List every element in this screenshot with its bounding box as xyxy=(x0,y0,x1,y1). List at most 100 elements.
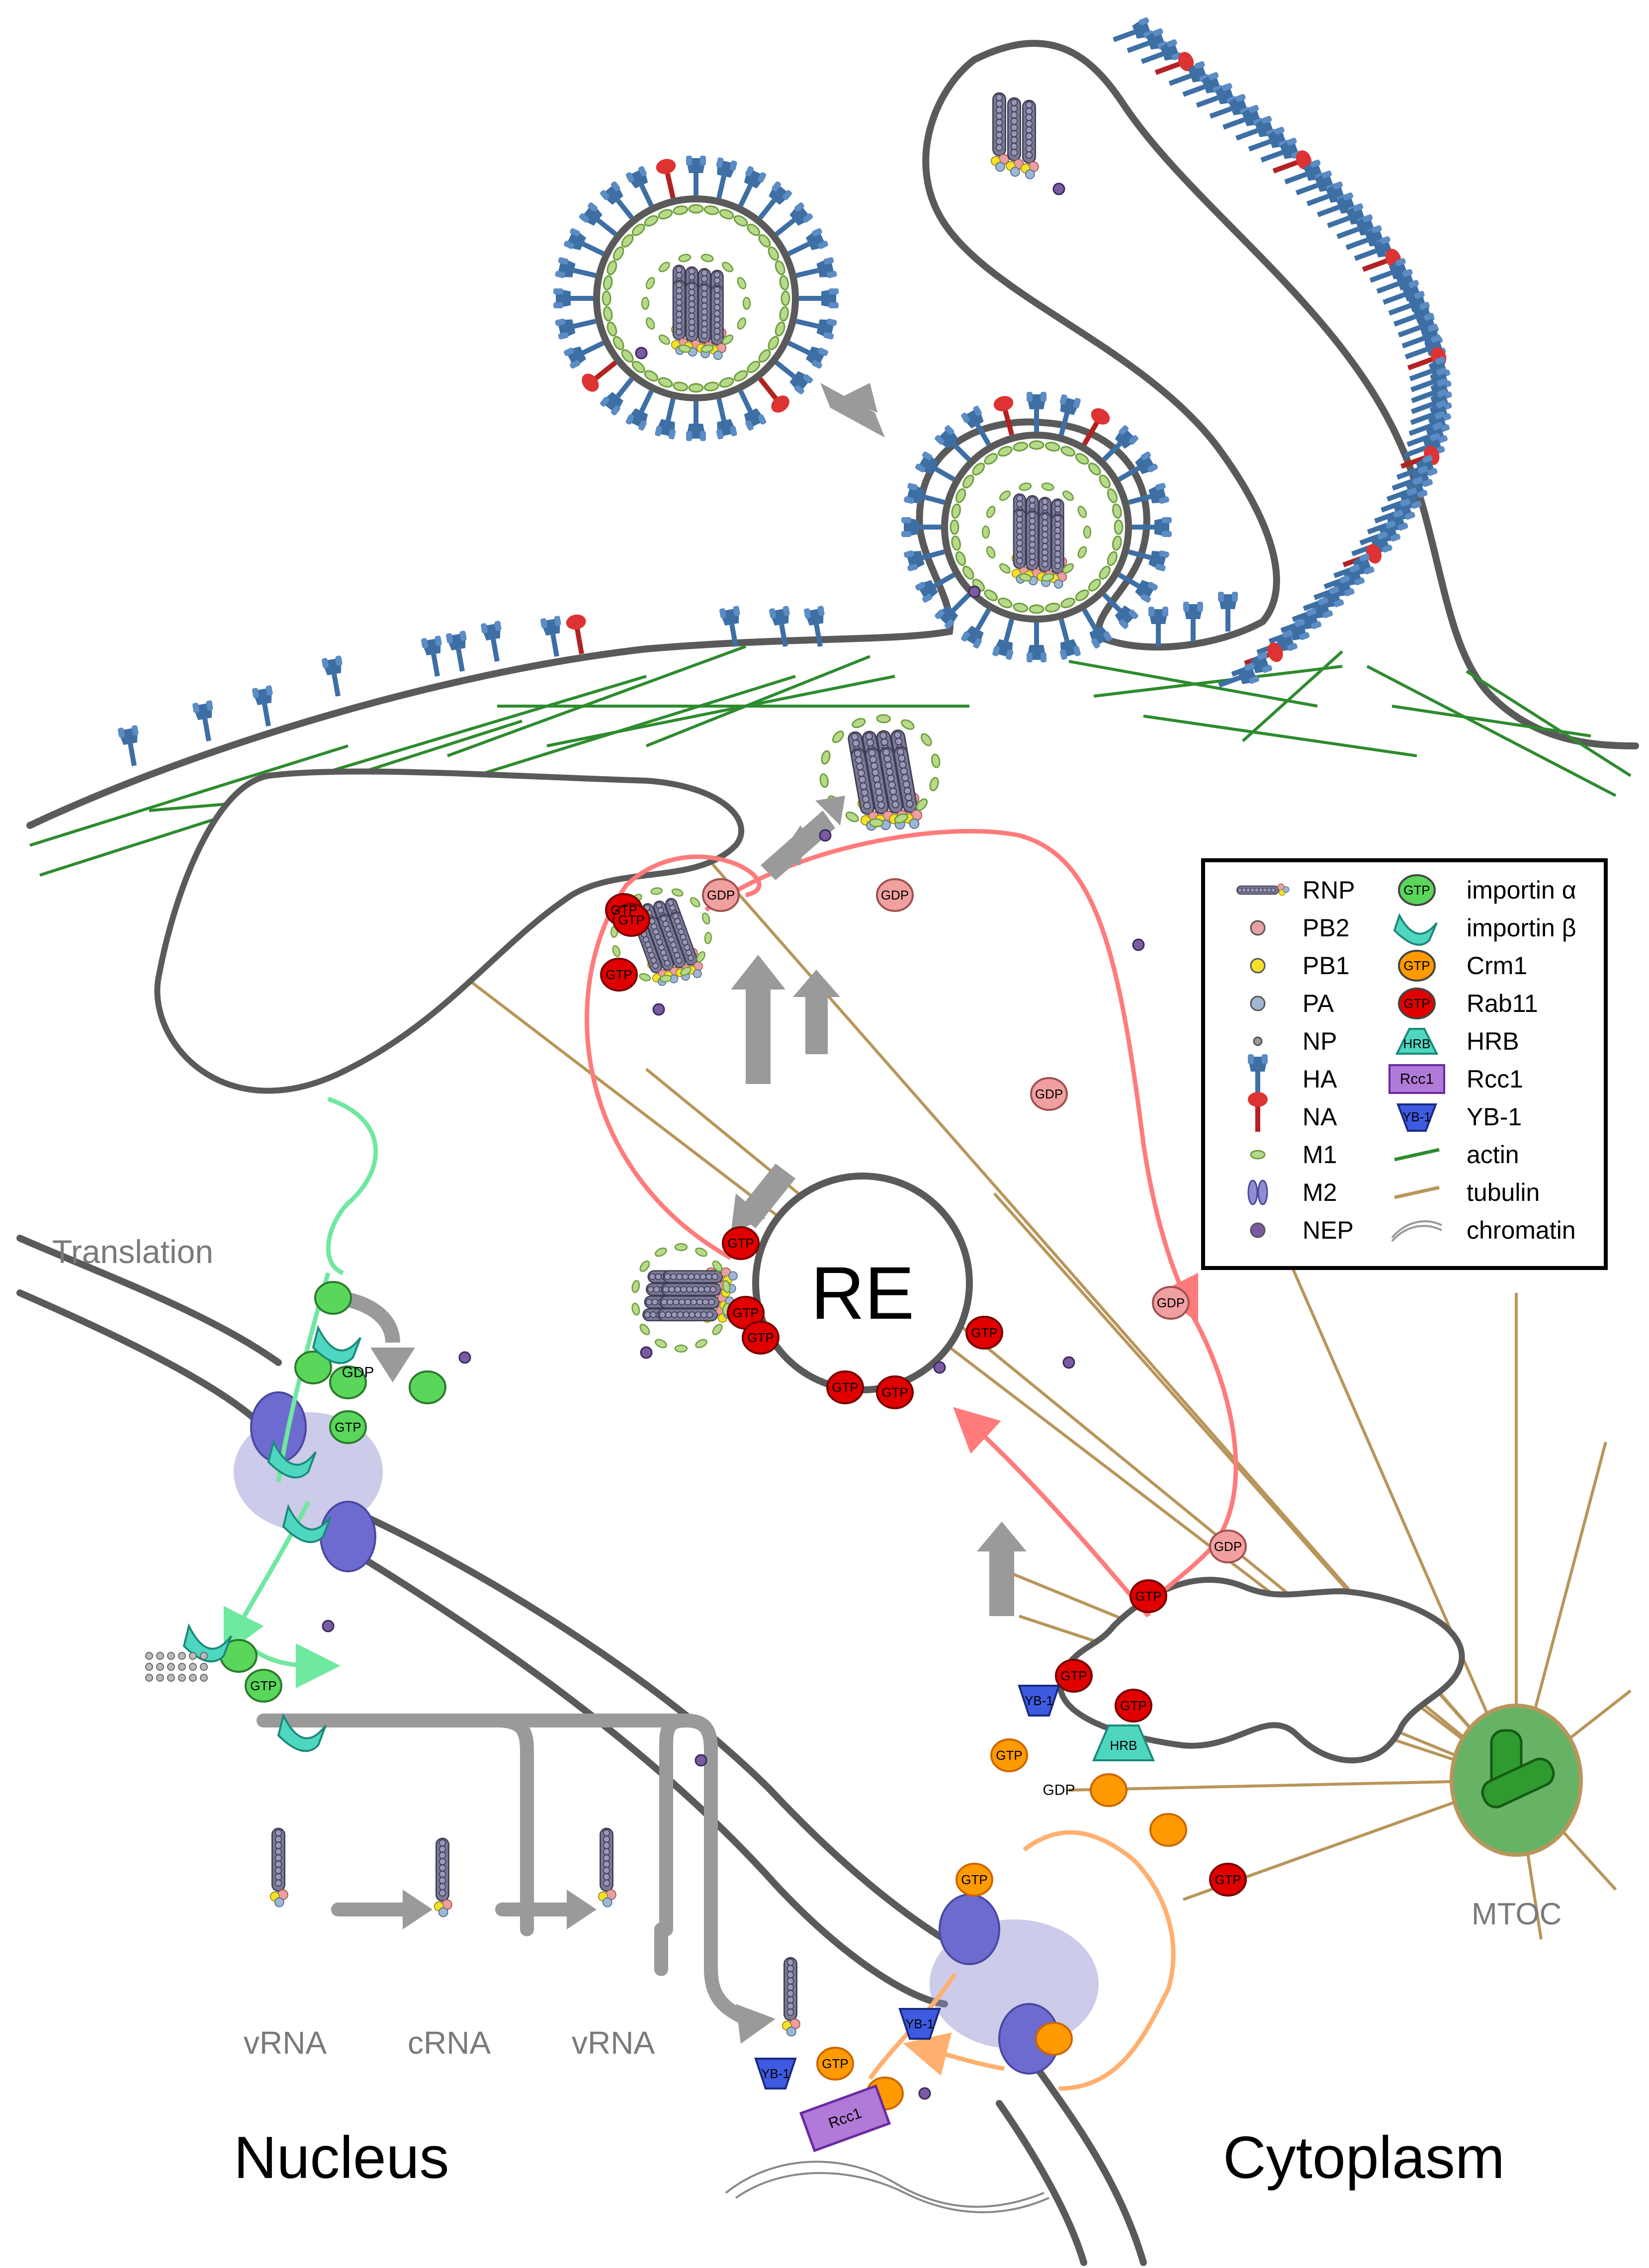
m1-icon xyxy=(1013,442,1029,452)
importin-beta-icon xyxy=(312,1325,361,1364)
m1-icon xyxy=(747,223,761,236)
ha-icon xyxy=(118,725,139,766)
nep-icon xyxy=(1062,1356,1075,1369)
rab11-icon xyxy=(1115,1689,1152,1723)
ha-icon xyxy=(192,700,213,741)
ha-icon xyxy=(795,257,837,278)
np-icon xyxy=(156,1663,164,1671)
nucleus-label: Nucleus xyxy=(234,2124,449,2191)
rnp-icon xyxy=(709,285,727,360)
m1-icon xyxy=(673,205,689,215)
rab11-icon xyxy=(742,1321,780,1355)
m1-icon xyxy=(712,1324,723,1336)
ha-icon xyxy=(1118,452,1158,482)
m1-icon xyxy=(1062,490,1074,501)
rab11-icon xyxy=(1398,988,1436,1019)
m1-icon xyxy=(955,551,966,566)
chromatin-icon xyxy=(1391,1225,1442,1242)
legend-label: importin β xyxy=(1467,914,1576,942)
gtp-label: GTP xyxy=(732,1305,759,1320)
m1-icon xyxy=(779,306,789,322)
gtp-label: GTP xyxy=(832,1380,858,1395)
ha-icon xyxy=(1027,392,1046,432)
cytoplasm-label: Cytoplasm xyxy=(1223,2124,1505,2191)
ha-icon xyxy=(625,390,654,431)
translation-label: Translation xyxy=(52,1233,213,1270)
rab11-icon xyxy=(612,903,650,937)
nep-icon xyxy=(640,1346,653,1359)
plasma-membrane xyxy=(26,40,1639,829)
crm1-icon xyxy=(990,1738,1028,1772)
nep-icon xyxy=(918,2087,931,2100)
gtp-label: GTP xyxy=(971,1325,997,1340)
rcc1-icon: Rcc1 xyxy=(799,2084,891,2153)
ha-icon xyxy=(1118,572,1158,603)
ha-icon xyxy=(1027,623,1046,662)
na-icon xyxy=(1154,52,1194,75)
m1-icon xyxy=(1099,474,1111,489)
m1-icon xyxy=(722,334,734,345)
m1-icon xyxy=(612,246,624,261)
nep-icon xyxy=(458,1351,471,1364)
nep-icon xyxy=(1250,1222,1266,1238)
m1-icon xyxy=(607,260,617,275)
m1-icon xyxy=(671,888,684,897)
legend-item-pa: PA xyxy=(1250,990,1334,1017)
ha-icon xyxy=(716,157,737,199)
m1-icon xyxy=(999,563,1011,574)
svg-text:GDP: GDP xyxy=(1035,1087,1063,1101)
m1-icon xyxy=(1041,482,1054,491)
m2-icon xyxy=(1257,1179,1268,1205)
ha-icon xyxy=(787,228,828,256)
m1-icon xyxy=(981,525,990,539)
m1-icon xyxy=(1029,440,1044,450)
rab11-icon xyxy=(600,958,638,992)
m1-icon xyxy=(621,234,634,248)
m1-icon xyxy=(673,381,689,392)
gtp-label: GTP xyxy=(1215,1872,1241,1887)
rab11-icon xyxy=(965,1316,1003,1350)
gdp-label: GDP xyxy=(1209,1530,1247,1563)
centriole-icon xyxy=(1481,1757,1555,1809)
rab11-icon xyxy=(1129,1579,1167,1613)
m1-icon xyxy=(768,246,780,261)
np-icon xyxy=(145,1652,153,1660)
ha-icon xyxy=(252,685,273,726)
m1-icon xyxy=(602,290,611,306)
svg-text:YB-1: YB-1 xyxy=(905,2016,934,2031)
gtp-label: GTP xyxy=(606,967,632,982)
na-icon xyxy=(582,361,617,392)
m1-icon xyxy=(779,275,789,291)
nep-icon xyxy=(1132,938,1145,951)
np-icon xyxy=(156,1652,164,1660)
mtoc xyxy=(1450,1704,1583,1857)
importin-alpha-icon xyxy=(329,1365,367,1399)
hrb-icon xyxy=(1395,1028,1439,1055)
replication-pathway xyxy=(257,1714,753,2026)
svg-text:GDP: GDP xyxy=(1214,1539,1242,1554)
rnp-icon xyxy=(1024,510,1042,586)
ha-icon xyxy=(915,572,955,603)
m1-icon xyxy=(674,1344,688,1353)
legend-label: YB-1 xyxy=(1467,1103,1522,1131)
ha-icon xyxy=(1127,28,1168,53)
vrna-label-1: vRNA xyxy=(244,2025,327,2061)
m1-icon xyxy=(695,1247,707,1257)
m1-icon xyxy=(998,597,1013,609)
na-icon xyxy=(1082,408,1110,446)
ha-icon xyxy=(787,341,828,369)
m1-icon xyxy=(631,361,645,373)
m1-icon xyxy=(674,1243,688,1252)
ha-icon xyxy=(1128,549,1170,571)
m1-icon xyxy=(1013,603,1029,613)
m1-icon xyxy=(612,336,624,351)
translation-arrowhead xyxy=(370,1348,415,1382)
nep-icon xyxy=(819,829,832,842)
hrb-icon: HRB xyxy=(1092,1724,1155,1761)
crm1-icon xyxy=(1035,2022,1073,2056)
m1-icon xyxy=(821,750,831,765)
m1-icon xyxy=(901,719,915,730)
gtp-label: GTP xyxy=(961,1872,987,1887)
ha-icon xyxy=(738,390,767,431)
